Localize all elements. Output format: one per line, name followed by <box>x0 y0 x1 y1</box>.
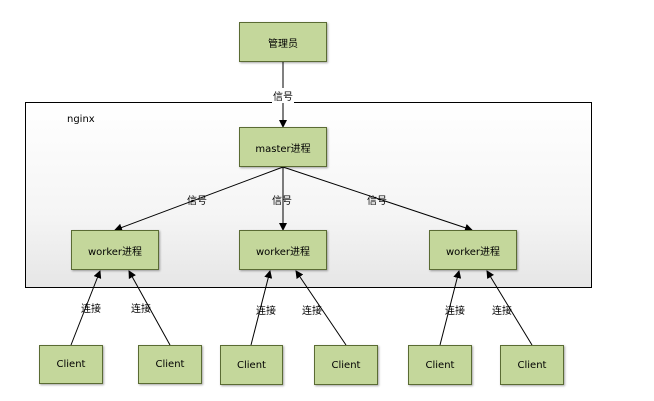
worker-process-node-3: worker进程 <box>429 230 517 270</box>
arrow-master-worker-1 <box>114 166 284 232</box>
signal-label-admin: 信号 <box>272 88 294 103</box>
arrow-master-worker-3 <box>282 166 473 232</box>
nginx-label: nginx <box>67 114 95 125</box>
client-node-5: Client <box>408 345 472 385</box>
connect-label-2: 连接 <box>131 304 151 315</box>
client-node-6: Client <box>500 345 564 385</box>
arrow-client-5 <box>439 270 462 346</box>
signal-label-3: 信号 <box>367 196 387 207</box>
connect-label-4: 连接 <box>302 306 322 317</box>
connect-label-5: 连接 <box>445 306 465 317</box>
connect-label-3: 连接 <box>256 306 276 317</box>
arrow-client-1 <box>70 270 102 346</box>
client-node-1: Client <box>39 345 103 384</box>
client-node-3: Client <box>220 345 283 385</box>
arrow-client-4 <box>295 270 347 346</box>
connect-label-6: 连接 <box>492 306 512 317</box>
worker-process-node-2: worker进程 <box>239 230 327 270</box>
arrow-client-6 <box>486 270 533 346</box>
admin-node: 管理员 <box>239 22 327 62</box>
signal-label-1: 信号 <box>187 196 207 207</box>
signal-label-2: 信号 <box>272 196 292 207</box>
master-process-node: master进程 <box>239 127 327 167</box>
arrow-client-3 <box>250 270 273 346</box>
client-node-4: Client <box>314 345 378 385</box>
worker-process-node-1: worker进程 <box>71 230 159 270</box>
arrow-client-2 <box>128 270 171 346</box>
connect-label-1: 连接 <box>81 304 101 315</box>
client-node-2: Client <box>138 345 202 384</box>
